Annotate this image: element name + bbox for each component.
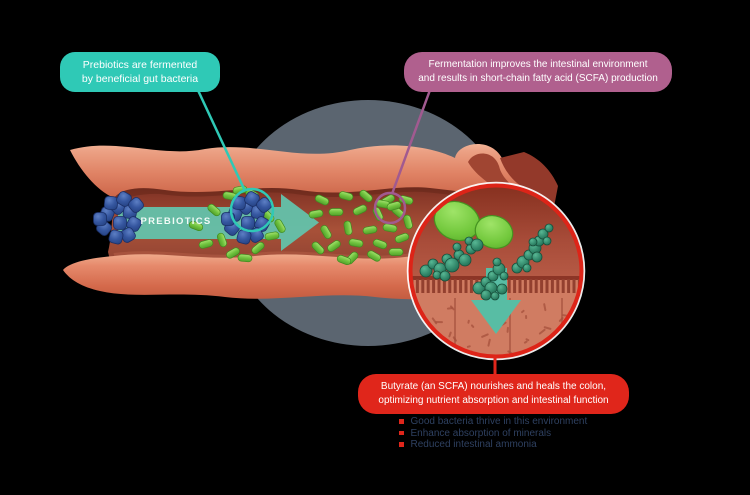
teal-highlight-ring — [229, 187, 275, 233]
purple-highlight-ring — [373, 191, 407, 225]
intestine-curl-end — [500, 152, 558, 207]
callout-line: optimizing nutrient absorption and intes… — [378, 395, 609, 406]
bullet-square-icon — [399, 419, 404, 424]
teal-callout-tail — [194, 85, 247, 192]
callout-line: Butyrate (an SCFA) nourishes and heals t… — [380, 381, 607, 392]
magnifier-circle — [406, 181, 586, 361]
callout-butyrate: Butyrate (an SCFA) nourishes and heals t… — [358, 374, 629, 414]
benefit-item: Good bacteria thrive in this environment — [399, 416, 587, 427]
mauve-callout-tail — [390, 89, 432, 195]
benefits-list: Good bacteria thrive in this environment… — [399, 416, 587, 451]
benefit-item: Enhance absorption of minerals — [399, 428, 587, 439]
intestine-wall-top — [70, 143, 532, 206]
green-bacteria — [188, 185, 414, 266]
bullet-square-icon — [399, 442, 404, 447]
callout-line: Fermentation improves the intestinal env… — [428, 59, 648, 70]
butyrate-bacteria-clusters — [419, 223, 554, 301]
butyrate-arrow — [471, 268, 521, 334]
intestine-curl-shadow — [468, 153, 516, 189]
callout-prebiotics: Prebiotics are fermented by beneficial g… — [60, 52, 220, 92]
callout-fermentation: Fermentation improves the intestinal env… — [404, 52, 672, 92]
scfa-producing-bacteria — [433, 200, 514, 249]
callout-line: by beneficial gut bacteria — [81, 73, 199, 85]
callout-line: and results in short-chain fatty acid (S… — [418, 73, 658, 84]
bullet-square-icon — [399, 430, 404, 436]
benefit-text: Reduced intestinal ammonia — [410, 439, 537, 450]
benefit-text: Enhance absorption of minerals — [410, 427, 552, 439]
benefit-text: Good bacteria thrive in this environment — [410, 416, 588, 427]
callout-line: Prebiotics are fermented — [82, 59, 198, 71]
prebiotics-label: PREBIOTICS — [140, 216, 212, 227]
benefit-item: Reduced intestinal ammonia — [399, 439, 587, 450]
blue-bacteria-clusters — [93, 191, 272, 245]
